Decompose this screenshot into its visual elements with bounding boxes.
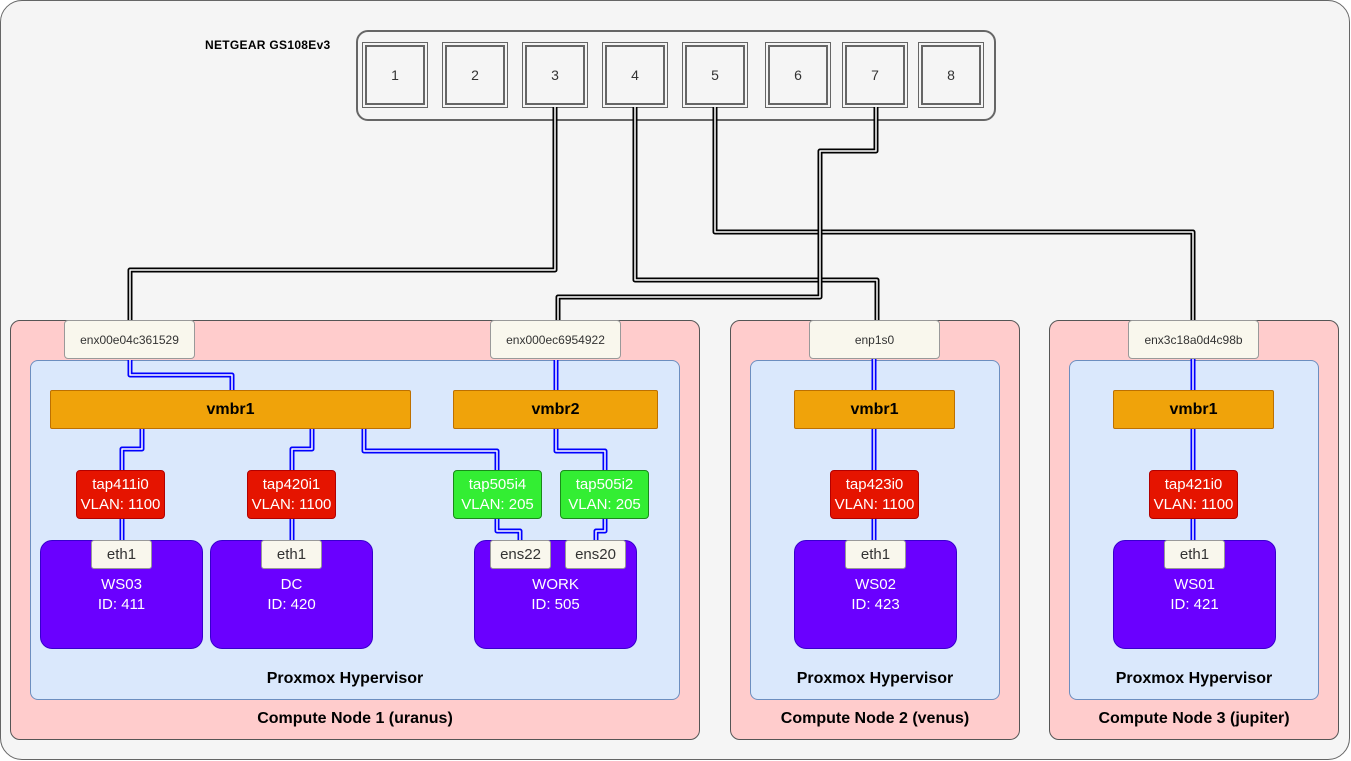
physical-cables (127, 107, 1196, 322)
tap-vlan: VLAN: 205 (568, 495, 641, 513)
vm-iface-ens22: ens22 (490, 540, 551, 569)
nic-enp1s0: enp1s0 (809, 320, 940, 359)
vm-work: WORK ID: 505 (474, 540, 637, 649)
tap-name: tap505i4 (468, 475, 527, 493)
nic-enx000ec6954922: enx000ec6954922 (490, 320, 621, 359)
vm-id: ID: 423 (851, 596, 900, 613)
tap-interface-tap505i4: tap505i4 VLAN: 205 (453, 470, 542, 519)
vm-iface-eth1: eth1 (845, 540, 906, 569)
switch-label: NETGEAR GS108Ev3 (205, 38, 331, 52)
switch-port-8: 8 (918, 42, 984, 108)
node-label: Compute Node 1 (uranus) (257, 710, 453, 727)
vm-iface-eth1: eth1 (91, 540, 152, 569)
switch-port-6: 6 (765, 42, 831, 108)
vm-iface-eth1: eth1 (261, 540, 322, 569)
tap-vlan: VLAN: 205 (461, 495, 534, 513)
vm-id: ID: 420 (267, 596, 316, 613)
vm-name: DC (280, 576, 303, 593)
tap-name: tap420i1 (262, 475, 321, 493)
vm-name: WS01 (1174, 576, 1215, 593)
tap-name: tap411i0 (92, 475, 149, 493)
node-label: Compute Node 3 (jupiter) (1098, 710, 1290, 727)
tap-interface-tap423i0: tap423i0 VLAN: 1100 (830, 470, 919, 519)
switch-port-3: 3 (522, 42, 588, 108)
node-label: Compute Node 2 (venus) (780, 710, 970, 727)
tap-vlan: VLAN: 1100 (1153, 495, 1234, 513)
switch-port-7: 7 (842, 42, 908, 108)
vm-iface-eth1: eth1 (1164, 540, 1225, 569)
vm-name: WS03 (101, 576, 142, 593)
vm-id: ID: 411 (97, 596, 146, 613)
cable-port5-node3 (712, 107, 1196, 322)
tap-interface-tap411i0: tap411i0 VLAN: 1100 (76, 470, 165, 519)
tap-interface-tap505i2: tap505i2 VLAN: 205 (560, 470, 649, 519)
tap-vlan: VLAN: 1100 (251, 495, 332, 513)
tap-interface-tap421i0: tap421i0 VLAN: 1100 (1149, 470, 1238, 519)
bridge-vmbr1-node2: vmbr1 (794, 390, 955, 429)
vm-name: WORK (532, 576, 579, 593)
vm-id: ID: 421 (1170, 596, 1219, 613)
hypervisor-label: Proxmox Hypervisor (266, 670, 424, 687)
switch-port-1: 1 (362, 42, 428, 108)
hypervisor-label: Proxmox Hypervisor (796, 670, 954, 687)
switch-port-4: 4 (602, 42, 668, 108)
bridge-vmbr1-node3: vmbr1 (1113, 390, 1274, 429)
vm-iface-ens20: ens20 (565, 540, 626, 569)
bridge-vmbr1-node1: vmbr1 (50, 390, 411, 429)
switch-port-2: 2 (442, 42, 508, 108)
tap-name: tap505i2 (575, 475, 634, 493)
nic-enx00e04c361529: enx00e04c361529 (64, 320, 195, 359)
cable-port3-node1 (127, 107, 558, 322)
tap-vlan: VLAN: 1100 (834, 495, 915, 513)
vm-name: WS02 (855, 576, 896, 593)
bridge-vmbr2-node1: vmbr2 (453, 390, 658, 429)
vm-id: ID: 505 (531, 596, 580, 613)
tap-name: tap423i0 (845, 475, 904, 493)
tap-vlan: VLAN: 1100 (80, 495, 161, 513)
switch-port-5: 5 (682, 42, 748, 108)
nic-enx3c18a0d4c98b: enx3c18a0d4c98b (1128, 320, 1259, 359)
tap-name: tap421i0 (1164, 475, 1223, 493)
tap-interface-tap420i1: tap420i1 VLAN: 1100 (247, 470, 336, 519)
cable-port4-node2 (632, 107, 880, 322)
hypervisor-label: Proxmox Hypervisor (1115, 670, 1273, 687)
